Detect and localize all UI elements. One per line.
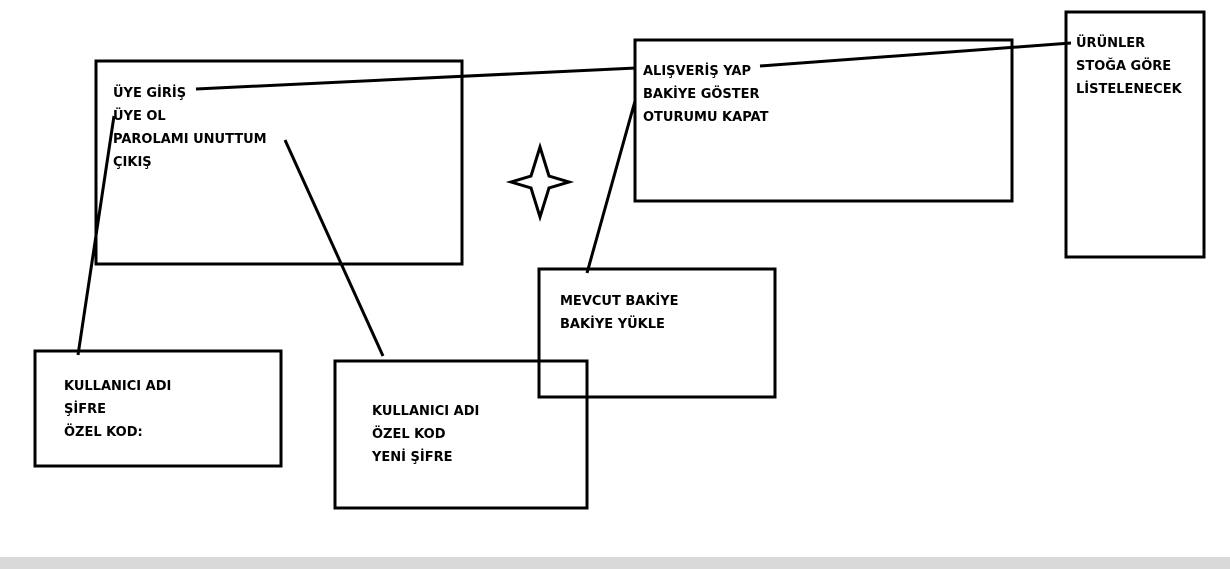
login-form-box <box>33 349 283 468</box>
main-menu-box <box>94 59 464 266</box>
connector-register-to-login-form <box>76 115 116 356</box>
login-form-items: KULLANICI ADI ŞİFRE ÖZEL KOD: <box>64 375 171 444</box>
four-point-star-icon <box>505 141 575 223</box>
field-new-password: YENİ ŞİFRE <box>372 450 453 465</box>
field-username: KULLANICI ADI <box>64 379 172 394</box>
field-password: ŞİFRE <box>64 402 106 417</box>
connector-balance-to-balance-menu <box>585 100 637 274</box>
menu-item-register: ÜYE OL <box>113 109 166 124</box>
menu-item-forgot-password: PAROLAMI UNUTTUM <box>113 132 267 147</box>
menu-item-login: ÜYE GİRİŞ <box>113 86 187 101</box>
menu-item-current-balance: MEVCUT BAKİYE <box>560 294 679 309</box>
menu-item-load-balance: BAKİYE YÜKLE <box>560 317 665 332</box>
connector-forgot-to-reset-form <box>283 139 385 357</box>
reset-form-box <box>333 359 589 510</box>
reset-form-items: KULLANICI ADI ÖZEL KOD YENİ ŞİFRE <box>372 400 479 469</box>
menu-item-show-balance: BAKİYE GÖSTER <box>643 87 760 102</box>
field-special-code: ÖZEL KOD: <box>64 425 143 440</box>
main-menu-items: ÜYE GİRİŞ ÜYE OL PAROLAMI UNUTTUM ÇIKIŞ <box>113 82 267 174</box>
products-line-1: ÜRÜNLER <box>1076 36 1146 51</box>
products-box-text: ÜRÜNLER STOĞA GÖRE LİSTELENECEK <box>1076 32 1182 101</box>
products-line-2: STOĞA GÖRE <box>1076 59 1172 74</box>
menu-item-shop: ALIŞVERİŞ YAP <box>643 64 751 79</box>
user-menu-items: ALIŞVERİŞ YAP BAKİYE GÖSTER OTURUMU KAPA… <box>643 60 768 129</box>
menu-item-logout: OTURUMU KAPAT <box>643 110 769 125</box>
balance-menu-box <box>537 267 777 399</box>
menu-item-exit: ÇIKIŞ <box>113 155 152 170</box>
products-box <box>1064 10 1206 259</box>
connector-login-to-user-menu <box>195 66 637 91</box>
field-username: KULLANICI ADI <box>372 404 480 419</box>
user-menu-box <box>633 38 1014 203</box>
balance-menu-items: MEVCUT BAKİYE BAKİYE YÜKLE <box>560 290 679 336</box>
bottom-strip <box>0 557 1230 569</box>
connector-user-menu-to-products <box>759 41 1072 68</box>
field-special-code: ÖZEL KOD <box>372 427 446 442</box>
products-line-3: LİSTELENECEK <box>1076 82 1182 97</box>
